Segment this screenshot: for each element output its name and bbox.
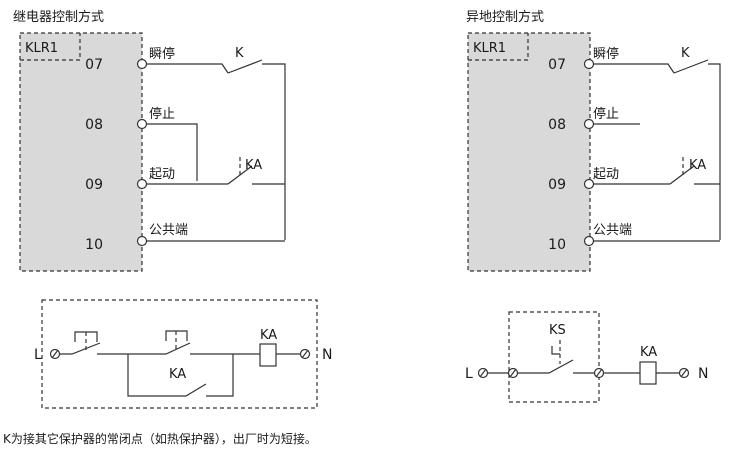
terminal-number: 09 xyxy=(85,177,103,193)
terminal-number: 09 xyxy=(548,177,566,193)
stop-button-contact xyxy=(60,342,101,355)
device-tag-frame xyxy=(20,33,81,61)
panel-title: 继电器控制方式 xyxy=(13,9,104,25)
neutral-terminal-label: N xyxy=(698,366,708,382)
holding-contact-return xyxy=(206,354,234,397)
terminal-circle xyxy=(136,58,148,70)
k-contact-label: K xyxy=(681,46,690,61)
ks-contact xyxy=(517,359,574,374)
wire-07 xyxy=(146,63,229,74)
terminal-number: 07 xyxy=(548,57,566,73)
holding-contact-label: KA xyxy=(169,367,186,382)
k-contact-label: K xyxy=(235,46,244,61)
ks-label: KS xyxy=(549,323,566,338)
remote-switch-frame xyxy=(508,311,600,403)
line-terminal-label: L xyxy=(34,347,42,363)
ka-coil xyxy=(639,361,657,385)
panel-title: 异地控制方式 xyxy=(466,9,544,25)
klr1-device-box xyxy=(467,32,591,272)
ka-contact-label: KA xyxy=(245,158,262,173)
terminal-l-slash xyxy=(479,368,487,378)
relay-control-panel: 继电器控制方式 KLR1 07 瞬停 K 08 停止 09 起动 KA 10 公… xyxy=(13,9,332,409)
device-tag: KLR1 xyxy=(473,41,506,56)
terminal-label: 起动 xyxy=(149,167,175,182)
k-contact xyxy=(673,59,709,74)
terminal-number: 07 xyxy=(85,57,103,73)
terminal-label: 公共端 xyxy=(593,223,632,238)
terminal-label: 起动 xyxy=(593,167,619,182)
terminal-label: 公共端 xyxy=(149,223,188,238)
coil-label: KA xyxy=(260,328,277,343)
klr1-device-box xyxy=(19,32,143,272)
ka-contact xyxy=(669,165,695,185)
remote-control-panel: 异地控制方式 KLR1 07 瞬停 K 08 停止 09 起动 KA 10 公共… xyxy=(465,9,721,403)
k-contact xyxy=(227,59,263,74)
terminal-label: 停止 xyxy=(149,106,175,122)
junction-slash xyxy=(595,368,603,378)
line-terminal-label: L xyxy=(465,366,473,382)
terminal-label: 瞬停 xyxy=(149,46,175,62)
terminal-number: 10 xyxy=(548,237,566,253)
terminal-circle xyxy=(136,235,148,247)
wire-common-return xyxy=(708,63,721,240)
ka-coil xyxy=(259,343,277,367)
wire-08 xyxy=(146,123,198,181)
junction-slash xyxy=(509,368,517,378)
terminal-circle xyxy=(136,178,148,190)
terminal-n-slash xyxy=(301,349,309,359)
ka-contact-label: KA xyxy=(689,158,706,173)
wire-common-return xyxy=(262,63,286,240)
terminal-label: 停止 xyxy=(593,106,619,122)
coil-label: KA xyxy=(640,345,657,360)
footnote: K为接其它保护器的常闭点（如热保护器），出厂时为短接。 xyxy=(3,431,317,446)
control-circuit-frame xyxy=(41,299,318,409)
terminal-number: 10 xyxy=(85,237,103,253)
terminal-number: 08 xyxy=(548,117,566,133)
terminal-n-slash xyxy=(680,368,688,378)
terminal-number: 08 xyxy=(85,117,103,133)
terminal-circle xyxy=(136,118,148,130)
terminal-l-slash xyxy=(51,349,59,359)
terminal-label: 瞬停 xyxy=(593,46,619,62)
ks-actuator xyxy=(551,346,560,355)
wire-07 xyxy=(593,63,675,74)
start-button-contact xyxy=(97,342,191,355)
holding-contact xyxy=(127,354,207,397)
neutral-terminal-label: N xyxy=(322,347,332,363)
device-tag-frame xyxy=(468,33,529,61)
device-tag: KLR1 xyxy=(25,41,58,56)
